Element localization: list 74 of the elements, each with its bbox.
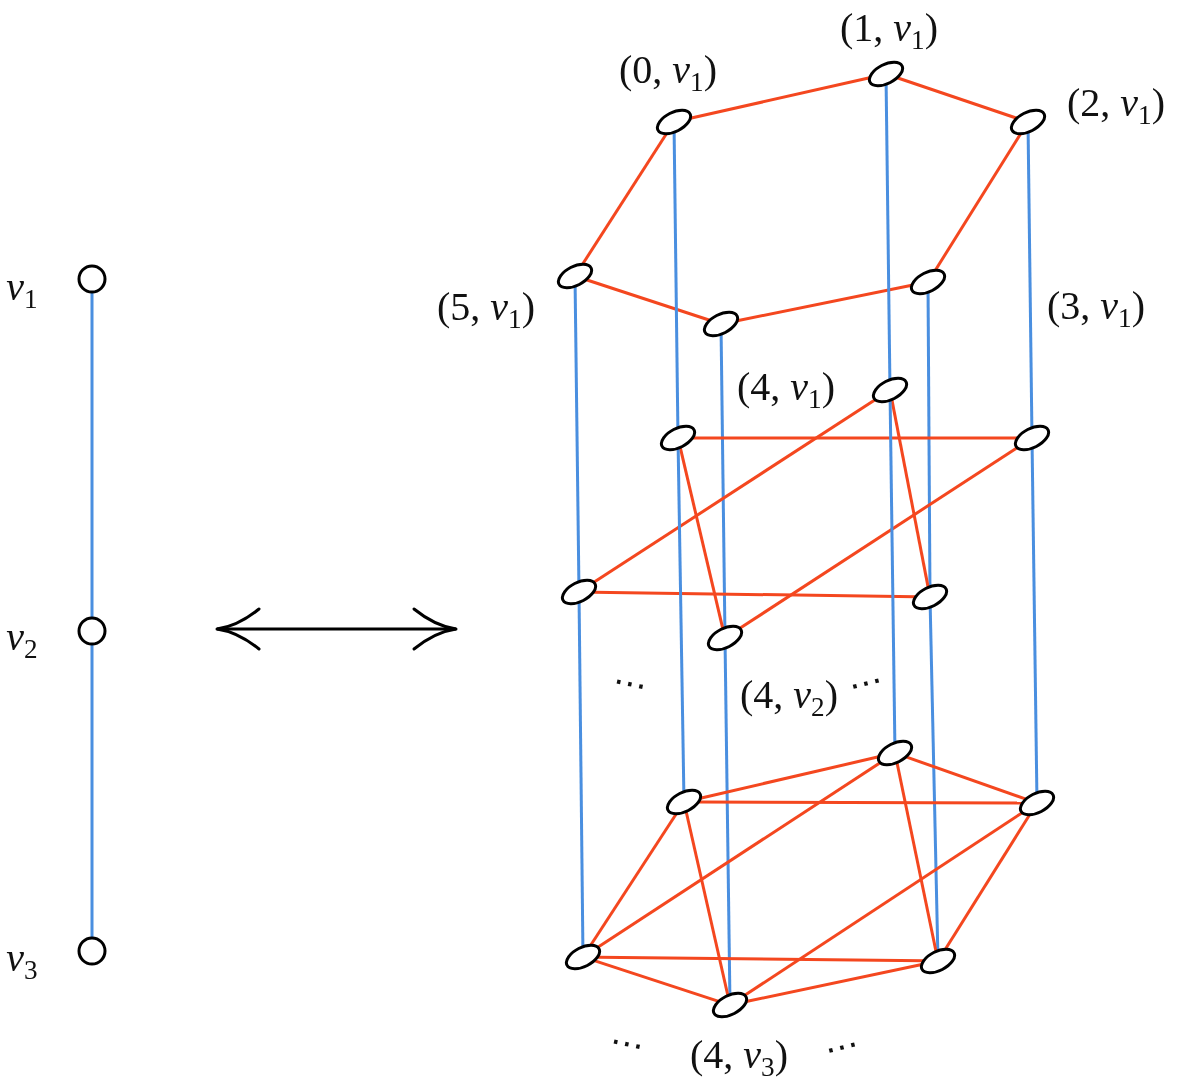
graph-edge	[884, 84, 892, 380]
vertex-ellipse	[564, 943, 602, 971]
vertex-ellipse	[1018, 789, 1056, 817]
graph-edge	[700, 755, 879, 800]
graph-edge	[888, 400, 897, 743]
ellipsis-dots: ⋯	[821, 1024, 863, 1070]
vertex-ellipse	[655, 108, 693, 136]
vertex-label: v$_{3}$	[6, 936, 38, 980]
graph-edge	[743, 811, 1024, 997]
graph-edge	[1030, 448, 1039, 793]
graph-edge	[585, 278, 711, 322]
graph-edge	[684, 811, 730, 996]
vertex-ellipse	[659, 424, 697, 452]
vertex-label: (2, v$_{1}$)	[1067, 81, 1165, 125]
vertex-ellipse	[665, 788, 703, 816]
graph-edge	[745, 962, 923, 1004]
vertex-ellipse	[1013, 424, 1051, 452]
graph-edge	[581, 132, 668, 266]
graph-edge	[690, 76, 870, 120]
graph-edge	[597, 955, 924, 963]
ellipsis-dots: ⋯	[845, 660, 887, 706]
vertex-ellipse	[556, 262, 594, 290]
graph-edge	[589, 812, 678, 947]
graph-edge	[698, 800, 1023, 805]
vertex-label: v$_{1}$	[6, 265, 38, 309]
graph-edge	[593, 959, 720, 1003]
vertex-ellipse	[871, 376, 909, 404]
vertex-label: (5, v$_{1}$)	[437, 285, 535, 329]
vertex-ellipse	[909, 268, 947, 296]
graph-edge	[90, 644, 94, 938]
vertex-ellipse	[876, 739, 914, 767]
vertex-ellipse	[706, 624, 744, 652]
graph-edge	[676, 448, 686, 792]
graph-edge	[719, 334, 727, 628]
graph-edge	[692, 436, 1018, 440]
vertex-label: (0, v$_{1}$)	[619, 48, 717, 92]
graph-edge	[1026, 132, 1034, 428]
vertex-label: v$_{2}$	[6, 615, 38, 659]
vertex-ellipse	[702, 310, 740, 338]
vertex-ellipse	[711, 991, 749, 1019]
graph-edge	[739, 446, 1018, 630]
vertex-ellipse	[867, 60, 905, 88]
graph-edge	[723, 648, 732, 995]
vertex-label: (3, v$_{1}$)	[1047, 284, 1145, 328]
graph-edge	[895, 762, 938, 952]
graph-edge	[934, 132, 1022, 272]
ellipsis-dots: ⋯	[609, 661, 651, 705]
vertex-label: (4, v$_{1}$)	[737, 365, 835, 409]
graph-edge	[593, 398, 876, 584]
graph-edge	[890, 399, 930, 588]
graph-edge	[678, 447, 725, 629]
graph-edge	[928, 607, 940, 951]
graph-edge	[905, 755, 1027, 801]
vertex-label: (4, v$_{2}$)	[740, 673, 838, 717]
graph-edge	[736, 283, 913, 323]
graph-edge	[672, 132, 680, 428]
graph-edge	[926, 292, 932, 587]
vertex-ellipse	[1009, 108, 1047, 136]
graph-edge	[573, 286, 581, 582]
vertex-label: (4, v$_{3}$)	[690, 1033, 788, 1077]
graph-edge	[597, 761, 881, 949]
vertex-ellipse	[919, 947, 957, 975]
vertex-circle	[76, 615, 108, 647]
graph-edge	[90, 292, 94, 618]
graph-edge	[896, 76, 1018, 120]
vertex-circle	[76, 935, 108, 967]
vertex-circle	[76, 263, 108, 295]
graph-edge	[944, 813, 1031, 951]
vertex-label: (1, v$_{1}$)	[840, 6, 938, 50]
ellipsis-dots: ⋯	[606, 1021, 648, 1065]
graph-edge	[577, 602, 585, 947]
graph-edge	[593, 590, 916, 599]
vertex-ellipse	[911, 583, 949, 611]
vertex-ellipse	[560, 578, 598, 606]
